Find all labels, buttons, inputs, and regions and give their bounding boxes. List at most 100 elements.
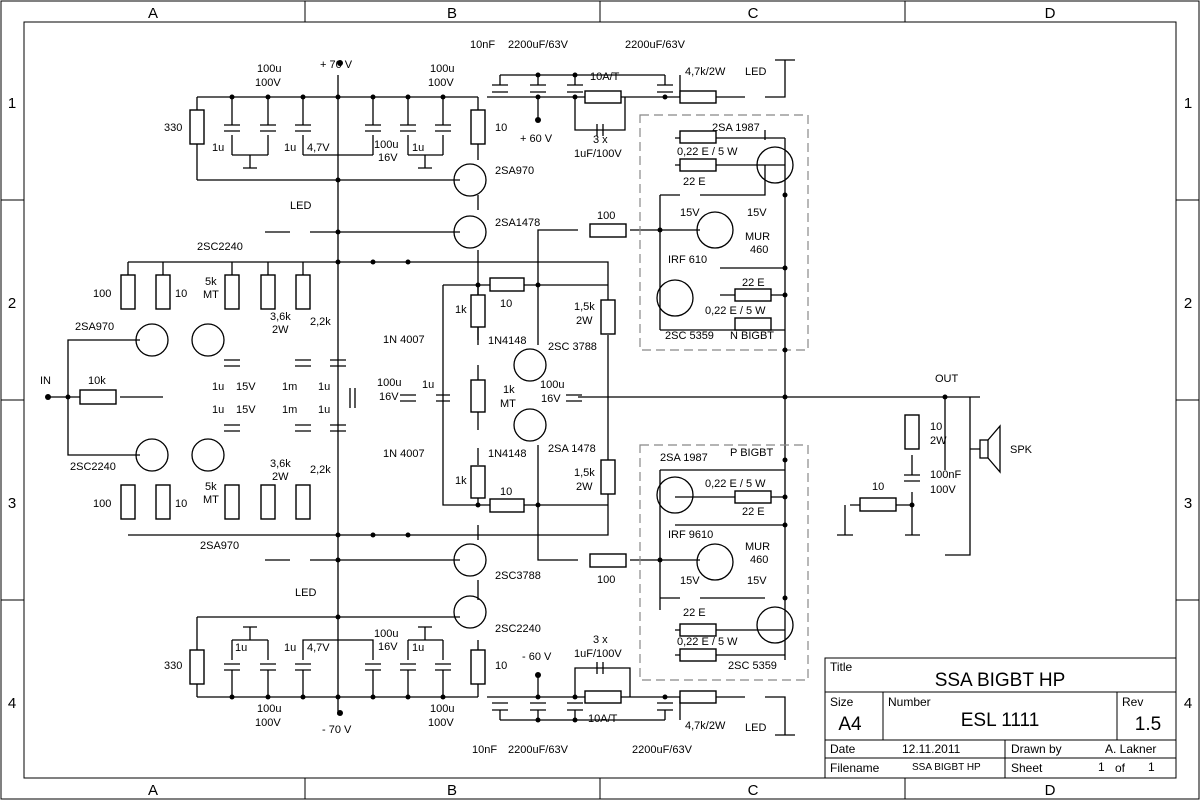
output-stage-n-box: [639, 114, 809, 351]
col-label-d-top: D: [1045, 5, 1056, 22]
speaker-symbol: [945, 397, 1001, 556]
label-r10-bias-bottom: 10: [500, 486, 512, 498]
label-mur-bottom: MUR: [745, 541, 770, 553]
label-v100-bottom-left: 100V: [255, 717, 281, 729]
size-value: A4: [838, 714, 862, 735]
label-c100u-bottom-right: 100u: [430, 703, 454, 715]
rev-value: 1.5: [1135, 714, 1161, 735]
label-r47k-top: 4,7k/2W: [685, 66, 726, 78]
label-pbigbt: P BIGBT: [730, 447, 773, 459]
date-value: 12.11.2011: [902, 742, 961, 756]
label-r22e-bottom-a: 22 E: [742, 506, 765, 518]
label-r2w-bias-top: 2W: [576, 315, 593, 327]
label-c1u-mid-d: 1u: [318, 404, 330, 416]
label-r1k-bias-top: 1k: [455, 304, 467, 316]
label-mur460-top: 460: [750, 244, 768, 256]
label-q2sa1478: 2SA1478: [495, 217, 540, 229]
label-q2sc5359-top: 2SC 5359: [665, 330, 714, 342]
label-r10-bottom: 10: [495, 660, 507, 672]
label-r2w-bias-bottom: 2W: [576, 481, 593, 493]
label-mt5k-top: 5k: [205, 276, 217, 288]
label-r022-bottom-a: 0,22 E / 5 W: [705, 478, 766, 490]
label-c1u-c: 1u: [412, 142, 424, 154]
row-label-2-left: 2: [8, 295, 16, 312]
label-r47k-bottom: 4,7k/2W: [685, 720, 726, 732]
size-label: Size: [830, 695, 854, 709]
junction-dots: [45, 60, 948, 723]
label-led-top: LED: [745, 66, 766, 78]
label-q2sc2240-bottom: 2SC2240: [495, 623, 541, 635]
label-v16-top: 16V: [378, 152, 398, 164]
label-led-mid-top: LED: [290, 200, 311, 212]
label-c100u-bottom-left: 100u: [257, 703, 281, 715]
label-z15-top-b: 15V: [747, 207, 767, 219]
label-r10-top: 10: [495, 122, 507, 134]
label-c1u100v-top: 1uF/100V: [574, 148, 622, 160]
label-mt-bottom: MT: [203, 494, 219, 506]
label-q2sc3788: 2SC3788: [495, 570, 541, 582]
sheet-label: Sheet: [1011, 761, 1043, 775]
label-r22k-bottom: 2,2k: [310, 464, 331, 476]
label-plus70v: + 70 V: [320, 59, 353, 71]
title-block: Title SSA BIGBT HP Size A4 Number ESL 11…: [824, 657, 1177, 779]
filename-label: Filename: [830, 761, 880, 775]
label-mt-top: MT: [203, 289, 219, 301]
title-label: Title: [830, 660, 853, 674]
components: [79, 84, 920, 711]
number-value: ESL 1111: [961, 710, 1040, 731]
label-irf610: IRF 610: [668, 254, 707, 266]
col-label-c-top: C: [748, 5, 759, 22]
label-c1u-a: 1u: [212, 142, 224, 154]
label-mur460-bottom: 460: [750, 554, 768, 566]
label-z47-bottom: 4,7V: [307, 642, 330, 654]
label-z15-mid-b: 15V: [236, 404, 256, 416]
label-q2sc5359-bottom: 2SC 5359: [728, 660, 777, 672]
label-c2200-top-b: 2200uF/63V: [625, 39, 686, 51]
label-r22e-bottom-b: 22 E: [683, 607, 706, 619]
label-c100nf: 100nF: [930, 469, 961, 481]
transistors: [135, 146, 794, 644]
label-c10nf-bottom: 10nF: [472, 744, 497, 756]
label-mt-bias: MT: [500, 398, 516, 410]
label-c100u-top-right: 100u: [430, 63, 454, 75]
row-label-2-right: 2: [1184, 295, 1192, 312]
label-v100-bottom-right: 100V: [428, 717, 454, 729]
label-q2sa1478-bias: 2SA 1478: [548, 443, 596, 455]
label-r022-top-b: 0,22 E / 5 W: [705, 305, 766, 317]
rev-label: Rev: [1122, 695, 1143, 709]
label-q2sc3788-bias: 2SC 3788: [548, 341, 597, 353]
label-r022-bottom-b: 0,22 E / 5 W: [677, 636, 738, 648]
label-r022-top-a: 0,22 E / 5 W: [677, 146, 738, 158]
row-label-3-left: 3: [8, 495, 16, 512]
label-z15-bottom-a: 15V: [680, 575, 700, 587]
sheet-of-label: of: [1115, 761, 1126, 775]
output-stage-p-box: [639, 444, 809, 681]
label-r36k-bottom: 3,6k: [270, 458, 291, 470]
label-out: OUT: [935, 373, 959, 385]
label-r330-top: 330: [164, 122, 182, 134]
drawn-by-value: A. Lakner: [1105, 742, 1156, 756]
label-c1u-b: 1u: [284, 142, 296, 154]
label-c1m-a: 1m: [282, 381, 297, 393]
label-c1u-f: 1u: [412, 642, 424, 654]
label-c1u-e: 1u: [284, 642, 296, 654]
label-v100-spk: 100V: [930, 484, 956, 496]
label-r330-bottom: 330: [164, 660, 182, 672]
label-mt5k-bottom: 5k: [205, 481, 217, 493]
label-q2sa1987-bottom: 2SA 1987: [660, 452, 708, 464]
label-fuse-bottom: 10A/T: [588, 713, 618, 725]
label-irf9610: IRF 9610: [668, 529, 713, 541]
label-z15-top-a: 15V: [680, 207, 700, 219]
label-v16-bias: 16V: [541, 393, 561, 405]
label-r1k-mt: 1k: [503, 384, 515, 396]
label-r10-bias-top: 10: [500, 298, 512, 310]
label-r10-a: 10: [175, 288, 187, 300]
label-r10-spk: 10: [930, 421, 942, 433]
number-label: Number: [888, 695, 931, 709]
label-r2w-top: 2W: [272, 324, 289, 336]
label-d1n4007-top: 1N 4007: [383, 334, 425, 346]
label-z47-top: 4,7V: [307, 142, 330, 154]
label-d1n4148-bottom: 1N4148: [488, 448, 527, 460]
label-c100u-mid: 100u: [377, 377, 401, 389]
